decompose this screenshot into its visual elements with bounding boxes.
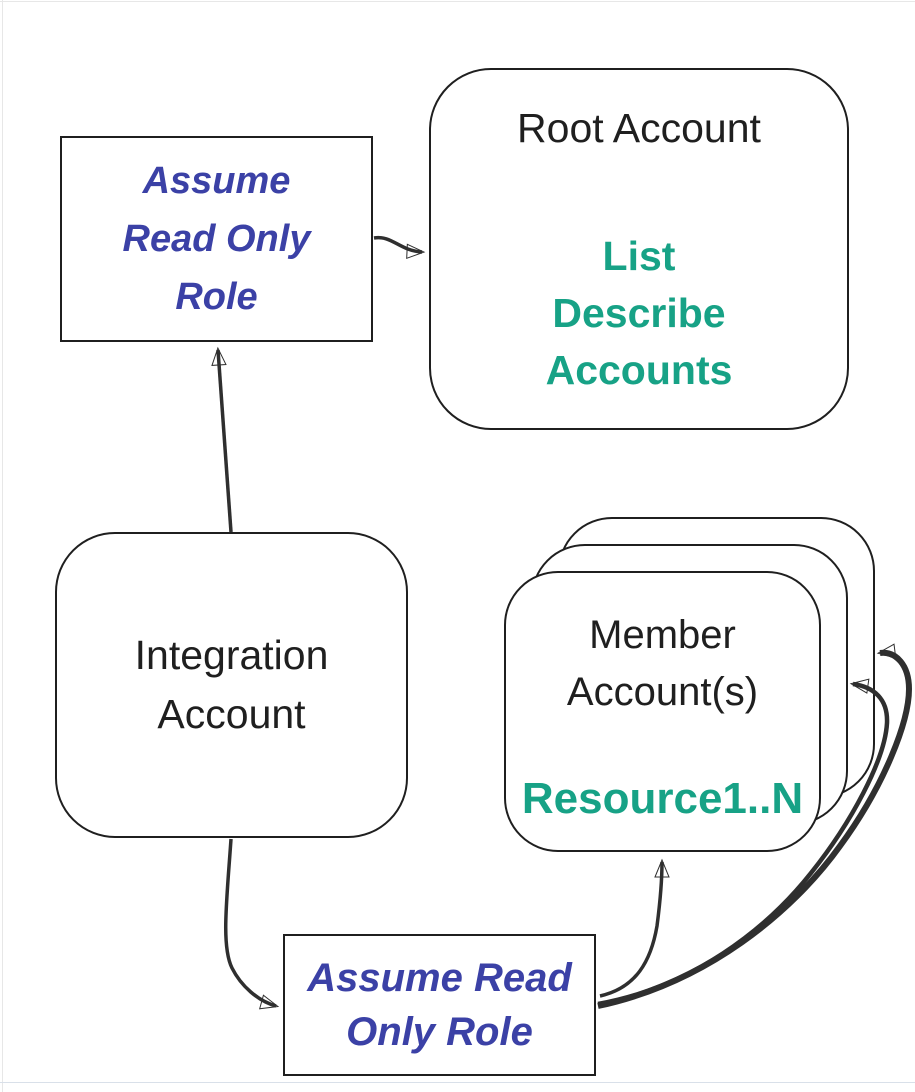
node-assume-read-only-role-bottom: Assume Read Only Role	[283, 934, 596, 1076]
role-line: Only Role	[346, 1010, 533, 1054]
member-accounts-resources: Resource1..N	[521, 774, 804, 823]
action-label: Accounts	[545, 347, 733, 393]
page-edge-left	[2, 0, 3, 1092]
node-assume-read-only-role-top: Assume Read Only Role	[60, 136, 373, 342]
page-edge-bottom	[0, 1082, 915, 1083]
node-integration-account: Integration Account	[55, 532, 408, 838]
arrow-integration-to-assume-top	[211, 346, 233, 533]
member-accounts-title-line: Account(s)	[566, 670, 759, 714]
page-edge-top	[0, 1, 915, 2]
role-line: Assume Read	[307, 956, 572, 1000]
integration-account-line: Integration	[134, 632, 329, 678]
role-line: Assume	[142, 160, 291, 202]
root-account-actions: List Describe Accounts	[546, 228, 733, 399]
member-accounts-title: Member Account(s)	[567, 607, 758, 721]
action-label: Describe	[552, 290, 726, 336]
arrow-integration-to-assume-bottom	[223, 838, 280, 1010]
role-line: Read Only	[122, 218, 311, 260]
action-label: List	[602, 233, 676, 279]
root-account-title: Root Account	[517, 105, 761, 151]
arrow-assume-bottom-to-member-front	[599, 858, 670, 998]
integration-account-line: Account	[157, 691, 306, 737]
role-line: Role	[175, 276, 258, 318]
node-member-accounts: Member Account(s) Resource1..N	[504, 571, 821, 852]
arrow-assume-top-to-root-account	[373, 235, 426, 260]
node-root-account: Root Account List Describe Accounts	[429, 68, 849, 430]
member-accounts-title-line: Member	[589, 613, 736, 657]
